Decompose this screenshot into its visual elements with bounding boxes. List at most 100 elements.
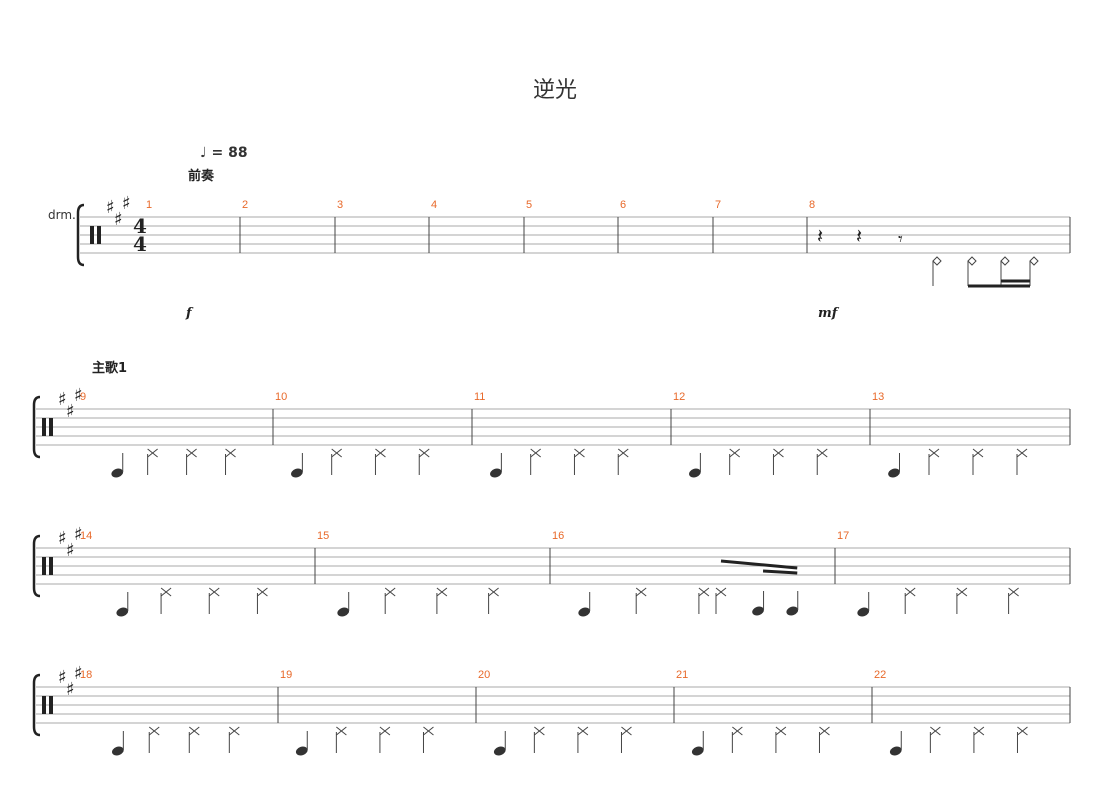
bass-drum-note <box>112 746 124 756</box>
hi-hat-note-b <box>729 448 740 458</box>
key-signature-sharp: ♯ <box>66 540 75 561</box>
percussion-clef-icon <box>49 418 53 436</box>
key-signature-sharp: ♯ <box>122 193 131 214</box>
quarter-rest-icon: 𝄽 <box>856 224 862 248</box>
measure-number: 18 <box>80 669 92 681</box>
hi-hat-note-b <box>904 587 916 597</box>
measure-number: 8 <box>809 199 815 211</box>
quarter-note-icon: ♩ <box>200 145 207 161</box>
hi-hat-note-b <box>1017 726 1028 736</box>
hi-hat-note-b <box>621 726 632 736</box>
time-signature-bottom: 4 <box>133 232 147 256</box>
hi-hat-note-b <box>188 726 200 736</box>
system-bracket <box>32 534 41 598</box>
key-signature-sharp: ♯ <box>114 209 123 230</box>
hi-hat-note-b <box>534 726 545 736</box>
measure-number: 17 <box>837 530 849 542</box>
measure-number: 22 <box>874 669 886 681</box>
hi-hat-note-b <box>973 726 985 736</box>
percussion-clef-icon <box>42 418 46 436</box>
hi-hat-note-b <box>773 448 784 458</box>
percussion-clef-icon <box>90 226 94 244</box>
measure-number: 9 <box>80 391 86 403</box>
measure-number: 4 <box>431 199 437 211</box>
bass-drum-note <box>291 468 303 478</box>
percussion-clef-icon <box>49 557 53 575</box>
hi-hat-note-b <box>1016 448 1028 458</box>
bass-drum-note <box>857 607 870 617</box>
measure-number: 3 <box>337 199 343 211</box>
key-signature-sharp: ♯ <box>106 197 115 218</box>
hi-hat-note-b <box>423 726 434 736</box>
eighth-rest-icon: 𝄾 <box>898 229 903 250</box>
hi-hat-note-b <box>928 448 940 458</box>
system-bracket <box>76 203 85 267</box>
section-label-intro: 前奏 <box>188 169 215 184</box>
hi-hat-note-b <box>148 726 160 736</box>
hi-hat-note-b <box>331 448 342 458</box>
percussion-clef-icon <box>97 226 101 244</box>
key-signature-sharp: ♯ <box>74 385 83 406</box>
hi-hat-note-b <box>698 587 710 597</box>
bass-drum-note <box>689 468 701 478</box>
cymbal-note <box>967 256 977 266</box>
hi-hat-note-b <box>530 448 541 458</box>
measure-number: 11 <box>474 391 485 403</box>
hi-hat-note-b <box>819 726 830 736</box>
tempo-marking: ♩ = 88 <box>200 145 248 161</box>
system-bracket <box>32 673 41 737</box>
note-beam <box>720 559 798 570</box>
measure-number: 21 <box>676 669 688 681</box>
section-label-verse: 主歌1 <box>92 361 128 376</box>
measure-number: 15 <box>317 530 329 542</box>
hi-hat-note-b <box>147 448 158 458</box>
instrument-label: drm. <box>48 208 76 222</box>
hi-hat-note-b <box>186 448 197 458</box>
measure-number: 19 <box>280 669 292 681</box>
percussion-clef-icon <box>49 696 53 714</box>
key-signature-sharp: ♯ <box>58 528 67 549</box>
hi-hat-note-b <box>229 726 240 736</box>
dynamic-forte: f <box>186 306 192 321</box>
hi-hat-note-b <box>418 448 430 458</box>
system-bracket <box>32 395 41 459</box>
percussion-clef-icon <box>42 696 46 714</box>
bass-drum-note <box>578 607 591 617</box>
hi-hat-note-b <box>257 587 268 597</box>
hi-hat-note-b <box>577 726 589 736</box>
hi-hat-note-b <box>635 587 647 597</box>
bass-drum-note <box>490 468 502 478</box>
hi-hat-note-b <box>732 726 743 736</box>
measure-number: 5 <box>526 199 532 211</box>
bass-drum-note <box>691 746 704 756</box>
hi-hat-note-b <box>715 587 727 597</box>
measure-number: 1 <box>146 199 152 211</box>
measure-number: 16 <box>552 530 564 542</box>
hi-hat-note-b <box>488 587 499 597</box>
measure-number: 10 <box>275 391 287 403</box>
measure-number: 20 <box>478 669 490 681</box>
key-signature-sharp: ♯ <box>58 389 67 410</box>
dynamic-mezzo-forte: mf <box>818 306 838 321</box>
hi-hat-note-b <box>930 726 941 736</box>
bass-drum-note <box>111 468 124 478</box>
key-signature-sharp: ♯ <box>66 401 75 422</box>
hi-hat-note-b <box>225 448 236 458</box>
measure-number: 12 <box>673 391 685 403</box>
bass-drum-note <box>493 746 506 756</box>
bass-drum-note <box>337 607 350 617</box>
snare-note <box>786 606 799 616</box>
key-signature-sharp: ♯ <box>66 679 75 700</box>
cymbal-note <box>1000 256 1010 266</box>
quarter-rest-icon: 𝄽 <box>817 224 823 248</box>
snare-note <box>752 606 764 616</box>
tempo-value: = 88 <box>211 145 248 161</box>
hi-hat-note-b <box>617 448 629 458</box>
bass-drum-note <box>889 746 902 756</box>
hi-hat-note-b <box>775 726 787 736</box>
hi-hat-note-b <box>436 587 448 597</box>
measure-number: 6 <box>620 199 626 211</box>
hi-hat-note-b <box>384 587 396 597</box>
hi-hat-note-b <box>574 448 585 458</box>
